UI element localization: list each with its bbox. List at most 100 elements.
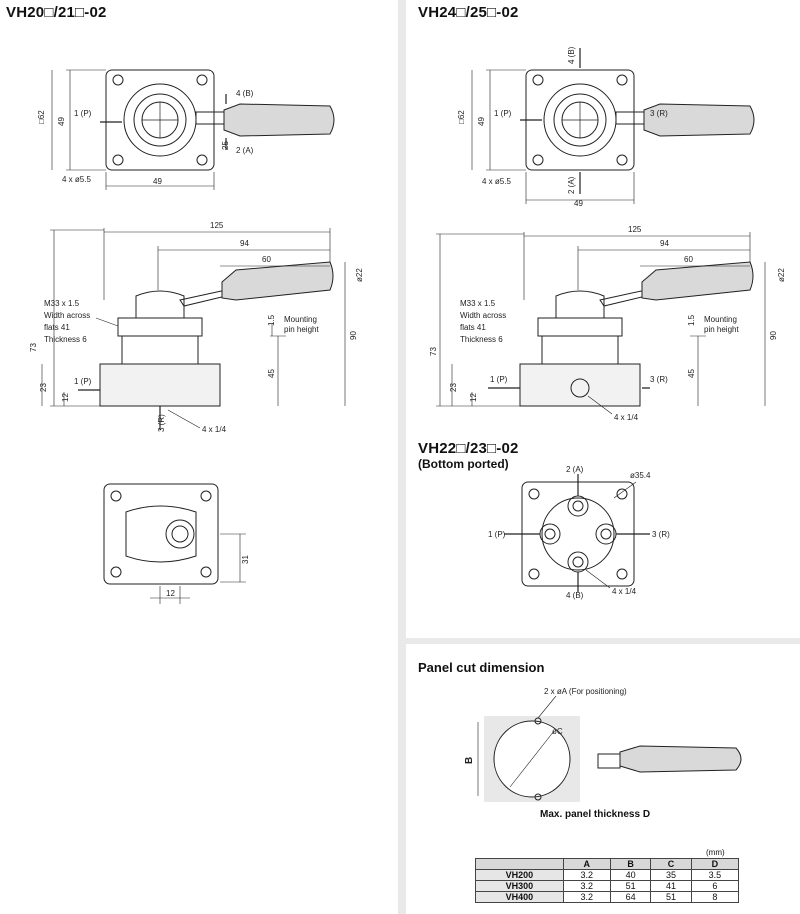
table-cell: 3.5 xyxy=(690,869,740,881)
left-dim-125: 125 xyxy=(210,221,224,230)
right-dim-94: 94 xyxy=(660,239,669,248)
left-across: Width across xyxy=(44,311,90,320)
table-cell: 6 xyxy=(690,880,740,892)
left-dim-94: 94 xyxy=(240,239,249,248)
table-header-row: A B C D xyxy=(475,858,740,870)
right-flats: flats 41 xyxy=(460,323,486,332)
left-dim-12h: 12 xyxy=(166,589,175,598)
panel-title: Panel cut dimension xyxy=(418,660,545,675)
table-cell: 35 xyxy=(650,869,692,881)
table-header-cell: D xyxy=(690,858,740,870)
bp-port-r: 3 (R) xyxy=(652,530,670,539)
right-dim-60: 60 xyxy=(684,255,693,264)
table-cell: 3.2 xyxy=(562,891,611,903)
table-cell: 3.2 xyxy=(562,869,611,881)
left-top-body xyxy=(105,69,215,171)
table-cell: VH400 xyxy=(475,891,564,903)
panel-drawing: 2 x øA (For positioning) øC B xyxy=(464,687,742,802)
right-holes: 4 x ø5.5 xyxy=(482,177,511,186)
left-side-port-r: 3 (R) xyxy=(157,414,166,432)
table-header-cell xyxy=(475,858,564,870)
table-unit: (mm) xyxy=(706,848,725,857)
left-dim-49v: 49 xyxy=(57,117,66,126)
right-port-p: 1 (P) xyxy=(494,109,512,118)
right-port-a: 2 (A) xyxy=(567,176,576,194)
table-cell: VH200 xyxy=(475,869,564,881)
right-drawings: □62 49 49 1 (P) 4 (B) 2 (A) 3 (R) 4 x ø5… xyxy=(429,46,786,600)
left-dim-90: 90 xyxy=(349,331,358,340)
left-holes: 4 x ø5.5 xyxy=(62,175,91,184)
right-dim-49h: 49 xyxy=(574,199,583,208)
left-dim-60: 60 xyxy=(262,255,271,264)
panel-c-label: øC xyxy=(552,727,563,736)
right-dim-22: ø22 xyxy=(777,268,786,282)
right-dim-73: 73 xyxy=(429,347,438,356)
table-row: VH400 3.2 64 51 8 xyxy=(475,891,740,903)
right-thread: M33 x 1.5 xyxy=(460,299,496,308)
right-port14: 4 x 1/4 xyxy=(614,413,639,422)
left-dim-31: 31 xyxy=(241,555,250,564)
table-cell: 3.2 xyxy=(562,880,611,892)
left-thickness: Thickness 6 xyxy=(44,335,87,344)
table-cell: 40 xyxy=(609,869,652,881)
vertical-divider xyxy=(398,0,406,914)
left-bottom-body xyxy=(103,483,219,585)
left-side-base xyxy=(99,363,221,407)
right-thickness: Thickness 6 xyxy=(460,335,503,344)
right-dim-49v: 49 xyxy=(477,117,486,126)
table-cell: 51 xyxy=(650,891,692,903)
left-title: VH20□/21□-02 xyxy=(6,4,107,21)
left-dim-49h: 49 xyxy=(153,177,162,186)
left-dim-45: 45 xyxy=(267,369,276,378)
table-header-cell: A xyxy=(562,858,611,870)
left-dim-73: 73 xyxy=(29,343,38,352)
left-dim-23: 23 xyxy=(39,383,48,392)
left-port-a: 2 (A) xyxy=(236,146,254,155)
right-side-port-r: 3 (R) xyxy=(650,375,668,384)
right-dim-15: 1.5 xyxy=(687,314,696,326)
panel-caption: Max. panel thickness D xyxy=(540,809,651,820)
bp-dim-354: ø35.4 xyxy=(630,471,651,480)
right-dim-90: 90 xyxy=(769,331,778,340)
bp-port-b: 4 (B) xyxy=(566,591,584,600)
table-header-cell: C xyxy=(650,858,692,870)
left-mount1: Mounting xyxy=(284,315,317,324)
left-thread: M33 x 1.5 xyxy=(44,299,80,308)
right-mid-subtitle: (Bottom ported) xyxy=(418,457,509,471)
table-row: VH200 3.2 40 35 3.5 xyxy=(475,869,740,881)
table-cell: 41 xyxy=(650,880,692,892)
right-mount2: pin height xyxy=(704,325,739,334)
dimension-table: A B C D VH200 3.2 40 35 3.5 VH300 3.2 51… xyxy=(475,858,740,903)
panel-b-label: B xyxy=(464,757,475,764)
left-port14: 4 x 1/4 xyxy=(202,425,227,434)
bp-port-a: 2 (A) xyxy=(566,465,584,474)
right-dim-23: 23 xyxy=(449,383,458,392)
right-top-title: VH24□/25□-02 xyxy=(418,4,519,21)
left-flats: flats 41 xyxy=(44,323,70,332)
left-port-b: 4 (B) xyxy=(236,89,254,98)
right-dim-12: 12 xyxy=(469,393,478,402)
right-side-base xyxy=(519,363,641,407)
right-side-port-p: 1 (P) xyxy=(490,375,508,384)
bp-port-p: 1 (P) xyxy=(488,530,506,539)
left-dim-sq62: □62 xyxy=(37,110,46,124)
right-mount1: Mounting xyxy=(704,315,737,324)
left-mount2: pin height xyxy=(284,325,319,334)
panel-positioning: 2 x øA (For positioning) xyxy=(544,687,627,696)
left-dim-25: 25 xyxy=(221,141,230,150)
right-port-r: 3 (R) xyxy=(650,109,668,118)
left-side-port-p: 1 (P) xyxy=(74,377,92,386)
right-dim-45: 45 xyxy=(687,369,696,378)
left-dim-22: ø22 xyxy=(355,268,364,282)
right-mid-title: VH22□/23□-02 xyxy=(418,440,519,457)
left-port-p: 1 (P) xyxy=(74,109,92,118)
table-row: VH300 3.2 51 41 6 xyxy=(475,880,740,892)
right-dim-125: 125 xyxy=(628,225,642,234)
table-cell: 8 xyxy=(690,891,740,903)
table-cell: VH300 xyxy=(475,880,564,892)
right-dim-sq62: □62 xyxy=(457,110,466,124)
bp-port14: 4 x 1/4 xyxy=(612,587,637,596)
left-dim-15: 1.5 xyxy=(267,314,276,326)
table-header-cell: B xyxy=(609,858,652,870)
left-drawings: □62 49 49 1 (P) 4 (B) 2 (A) 25 4 x ø5.5 … xyxy=(29,69,364,604)
